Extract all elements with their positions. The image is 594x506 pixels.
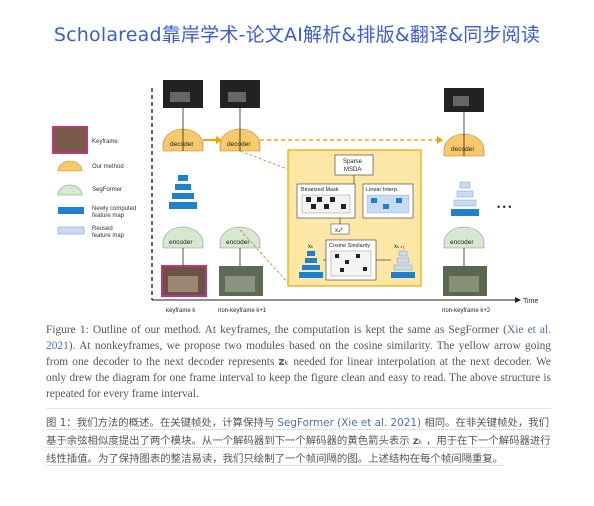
caption-part1: Figure 1: Outline of our method. At keyf… bbox=[46, 324, 507, 336]
separator bbox=[46, 408, 551, 409]
translation-citation[interactable]: SegFormer (Xie et al. 2021) bbox=[277, 417, 422, 429]
cosine-similarity-label: Cosine Similarity bbox=[329, 243, 370, 249]
newly-swatch bbox=[58, 207, 84, 214]
ellipsis: • • • bbox=[497, 202, 511, 212]
seg-shape-k bbox=[170, 92, 190, 102]
cosine-grid bbox=[330, 250, 372, 277]
x4-label: x₄ᵏ bbox=[335, 227, 343, 234]
method-figure: Keyframe Our method SegFormer Newly comp… bbox=[0, 70, 594, 315]
column-nonkeyframe-k2: decoder encoder non-keyframe k+2 bbox=[442, 88, 491, 314]
msda-block: Sparse MSDA Binarized Mask Linear Interp… bbox=[287, 149, 422, 287]
caption-translation: 图 1：我们方法的概述。在关键帧处，计算保持与 SegFormer (Xie e… bbox=[46, 414, 551, 468]
xk-label: xₖ bbox=[308, 244, 314, 250]
binarized-mask-label: Binarized Mask bbox=[301, 187, 339, 193]
caption-part2: ). At nonkeyframes, we propose two modul… bbox=[46, 340, 551, 400]
translation-part1: 图 1：我们方法的概述。在关键帧处，计算保持与 bbox=[46, 417, 278, 429]
sparse-label: Sparse bbox=[343, 159, 363, 165]
legend-segformer: SegFormer bbox=[92, 187, 122, 193]
encoder-k1 bbox=[219, 226, 261, 249]
reused-swatch bbox=[57, 226, 85, 235]
decoder-k-label: decoder bbox=[170, 141, 194, 148]
translation-part2: 相同。在非关键帧处，我们基于余弦相似度提出了两个模块。从一个解码器到下一个解码器… bbox=[46, 417, 551, 465]
legend-our-method: Our method bbox=[92, 164, 124, 170]
encoder-k2 bbox=[443, 226, 485, 249]
decoder-k2-label: decoder bbox=[451, 146, 475, 153]
encoder-k2-label: encoder bbox=[450, 239, 474, 246]
keyframe-legend-swatch bbox=[52, 126, 88, 154]
xk1-label: xₖ₊₁ bbox=[394, 244, 405, 250]
legend: Keyframe Our method SegFormer Newly comp… bbox=[52, 126, 136, 239]
frame-label-k2: non-keyframe k+2 bbox=[442, 308, 491, 314]
legend-reused: Reused bbox=[92, 226, 113, 232]
encoder-k-label: encoder bbox=[169, 239, 193, 246]
encoder-k bbox=[162, 226, 204, 249]
binarized-mask-grid bbox=[301, 194, 351, 214]
legend-newly-2: feature map bbox=[92, 213, 125, 219]
time-arrow bbox=[515, 297, 521, 303]
legend-newly: Newly computed bbox=[92, 206, 136, 212]
scholaread-banner: Scholaread靠岸学术-论文AI解析&排版&翻译&同步阅读 bbox=[53, 24, 541, 46]
segformer-swatch bbox=[57, 184, 83, 196]
frame-label-k: keyframe k bbox=[166, 308, 196, 314]
caption-citation[interactable]: Xie et al. 2021 bbox=[46, 324, 551, 352]
column-nonkeyframe-k1: decoder encoder non-keyframe k+1 bbox=[218, 80, 267, 314]
legend-reused-2: feature map bbox=[92, 233, 125, 239]
column-keyframe: decoder encoder keyframe k bbox=[161, 80, 207, 314]
linear-interp-label: Linear Interp. bbox=[366, 187, 399, 193]
time-label: Time bbox=[523, 298, 538, 305]
figure-caption: Figure 1: Outline of our method. At keyf… bbox=[46, 322, 551, 402]
frame-label-k1: non-keyframe k+1 bbox=[218, 308, 267, 314]
method-diagram: Keyframe Our method SegFormer Newly comp… bbox=[52, 80, 538, 314]
legend-keyframe: Keyframe bbox=[92, 139, 118, 145]
our-method-swatch bbox=[57, 160, 83, 172]
decoder-k1-label: decoder bbox=[227, 141, 251, 148]
msda-label: MSDA bbox=[344, 167, 361, 173]
encoder-k1-label: encoder bbox=[226, 239, 250, 246]
